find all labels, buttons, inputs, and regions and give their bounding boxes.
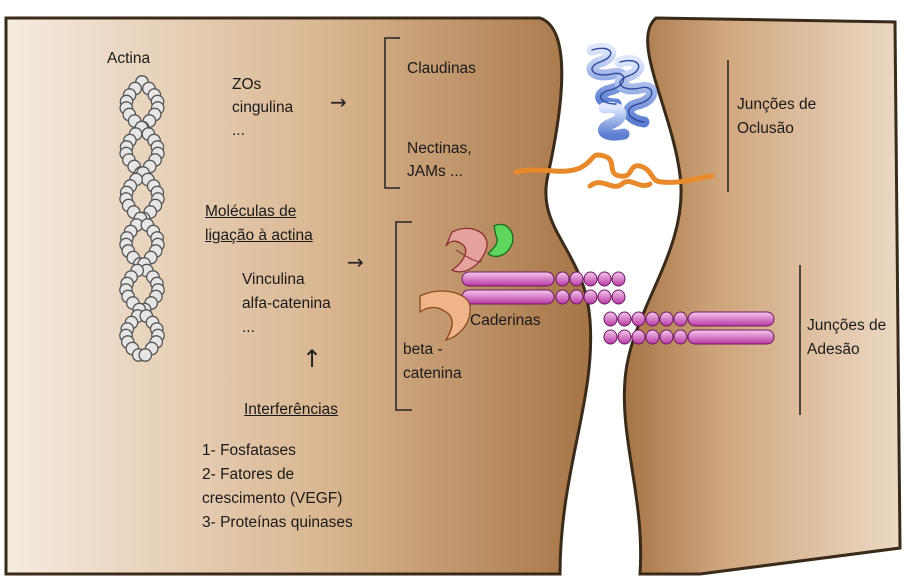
cadherin-domain	[660, 330, 673, 344]
cadherin-domain	[604, 312, 617, 326]
cadherin-domain	[604, 330, 617, 344]
label-interferencias: Interferências	[244, 399, 338, 421]
label-ellipsis-vinculina: ...	[242, 317, 255, 339]
label-juncoes-oclusao-1: Junções de	[737, 94, 816, 116]
arrow-up-interferencias: ↑	[302, 345, 322, 373]
label-moleculas-2: ligação à actina	[205, 225, 313, 247]
list-item-2: 2- Fatores de	[202, 464, 294, 486]
label-zos: ZOs	[232, 74, 261, 96]
cadherin-domain	[688, 312, 774, 326]
label-alfa-catenina: alfa-catenina	[242, 293, 331, 315]
list-item-3: crescimento (VEGF)	[202, 488, 342, 510]
cadherin-domain	[674, 330, 687, 344]
cadherin-domain	[462, 272, 554, 286]
label-cingulina: cingulina	[232, 97, 293, 119]
cadherin-domain	[570, 272, 583, 286]
label-jams: JAMs ...	[407, 161, 463, 183]
actin-monomer	[139, 349, 151, 361]
cadherin-domain	[556, 272, 569, 286]
cadherin-domain	[556, 290, 569, 304]
label-caderinas: Caderinas	[470, 310, 541, 332]
arrow-to-claudinas: →	[330, 90, 347, 114]
cadherin-domain	[612, 290, 625, 304]
cadherin-domain	[618, 330, 631, 344]
cadherin-domain	[660, 312, 673, 326]
label-vinculina: Vinculina	[242, 269, 305, 291]
label-claudinas: Claudinas	[407, 58, 476, 80]
cadherin-domain	[462, 290, 554, 304]
label-juncoes-adesao-1: Junções de	[807, 315, 886, 337]
list-item-4: 3- Proteínas quinases	[202, 512, 353, 534]
label-moleculas-1: Moléculas de	[205, 201, 296, 223]
cadherin-domain	[646, 330, 659, 344]
cadherin-domain	[584, 290, 597, 304]
arrow-to-catenina: →	[347, 250, 364, 274]
label-beta-1: beta -	[403, 339, 443, 361]
cadherin-domain	[612, 272, 625, 286]
cadherin-domain	[618, 312, 631, 326]
cadherin-domain	[584, 272, 597, 286]
cadherin-domain	[570, 290, 583, 304]
label-beta-2: catenina	[403, 363, 462, 385]
label-nectinas: Nectinas,	[407, 138, 472, 160]
label-juncoes-adesao-2: Adesão	[807, 339, 860, 361]
cadherin-domain	[688, 330, 774, 344]
list-item-1: 1- Fosfatases	[202, 440, 296, 462]
cadherin-domain	[674, 312, 687, 326]
label-actina: Actina	[107, 48, 150, 70]
cadherin-domain	[632, 312, 645, 326]
cadherin-domain	[646, 312, 659, 326]
cadherin-domain	[598, 290, 611, 304]
cadherin-domain	[632, 330, 645, 344]
label-ellipsis-zos: ...	[232, 120, 245, 142]
cadherin-domain	[598, 272, 611, 286]
label-juncoes-oclusao-2: Oclusão	[737, 118, 794, 140]
